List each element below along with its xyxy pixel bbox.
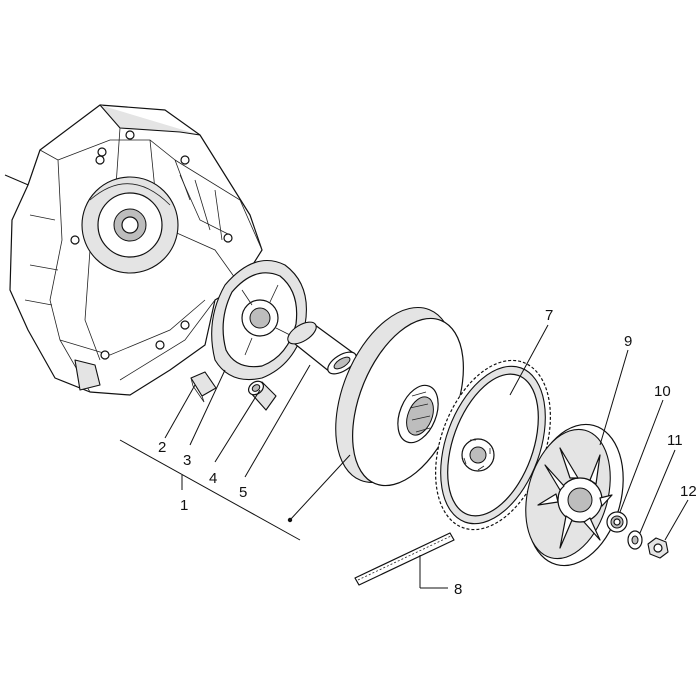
callout-8: 8: [454, 581, 462, 598]
part-ramp-plate: [211, 260, 307, 381]
engine-crankcase: [4, 104, 263, 396]
part-pulley-half: [335, 306, 464, 487]
part-spacer-sleeve: [287, 321, 357, 375]
part-washer: [627, 530, 643, 550]
callout-3: 3: [183, 452, 191, 469]
callout-2: 2: [158, 439, 166, 456]
callout-9: 9: [624, 333, 632, 350]
leader-lines: [119, 324, 689, 589]
callout-11: 11: [667, 432, 683, 449]
callout-4: 4: [209, 470, 217, 487]
part-bearing: [606, 511, 628, 533]
callout-labels: 2 3 4 5 1 7 9 10 11 12 8: [158, 307, 697, 598]
part-fan-pulley: [525, 423, 624, 567]
callout-5: 5: [239, 484, 247, 501]
callout-10: 10: [654, 383, 671, 400]
part-slider-block: [190, 371, 217, 403]
callout-1: 1: [180, 497, 188, 514]
callout-7: 7: [545, 307, 553, 324]
part-ring-gear: [435, 359, 551, 531]
part-nut: [647, 537, 669, 559]
callout-12: 12: [680, 483, 697, 500]
part-belt-segment: [354, 532, 455, 586]
